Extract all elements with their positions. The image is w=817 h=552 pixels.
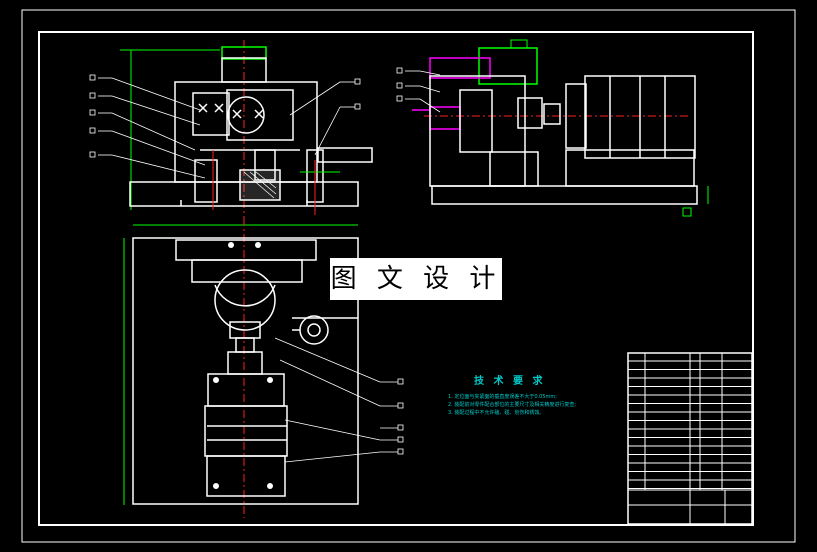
outer-border — [21, 9, 796, 543]
side-view — [396, 39, 709, 217]
watermark: 图 文 设 计 — [330, 258, 502, 300]
title-block — [627, 352, 753, 525]
tech-requirements-title: 技 术 要 求 — [474, 376, 546, 387]
tech-requirement-2: 2. 装配前对零件配合部位的主要尺寸及相关精度进行复查; — [448, 402, 577, 408]
plan-view — [123, 218, 404, 518]
tech-requirement-1: 1. 定位面与夹紧面的垂直度误差不大于0.05mm; — [448, 394, 557, 400]
inner-border — [38, 31, 754, 526]
front-view — [89, 40, 373, 226]
tech-requirement-3: 3. 装配过程中不允许磕、碰、划伤和锈蚀。 — [448, 410, 545, 416]
